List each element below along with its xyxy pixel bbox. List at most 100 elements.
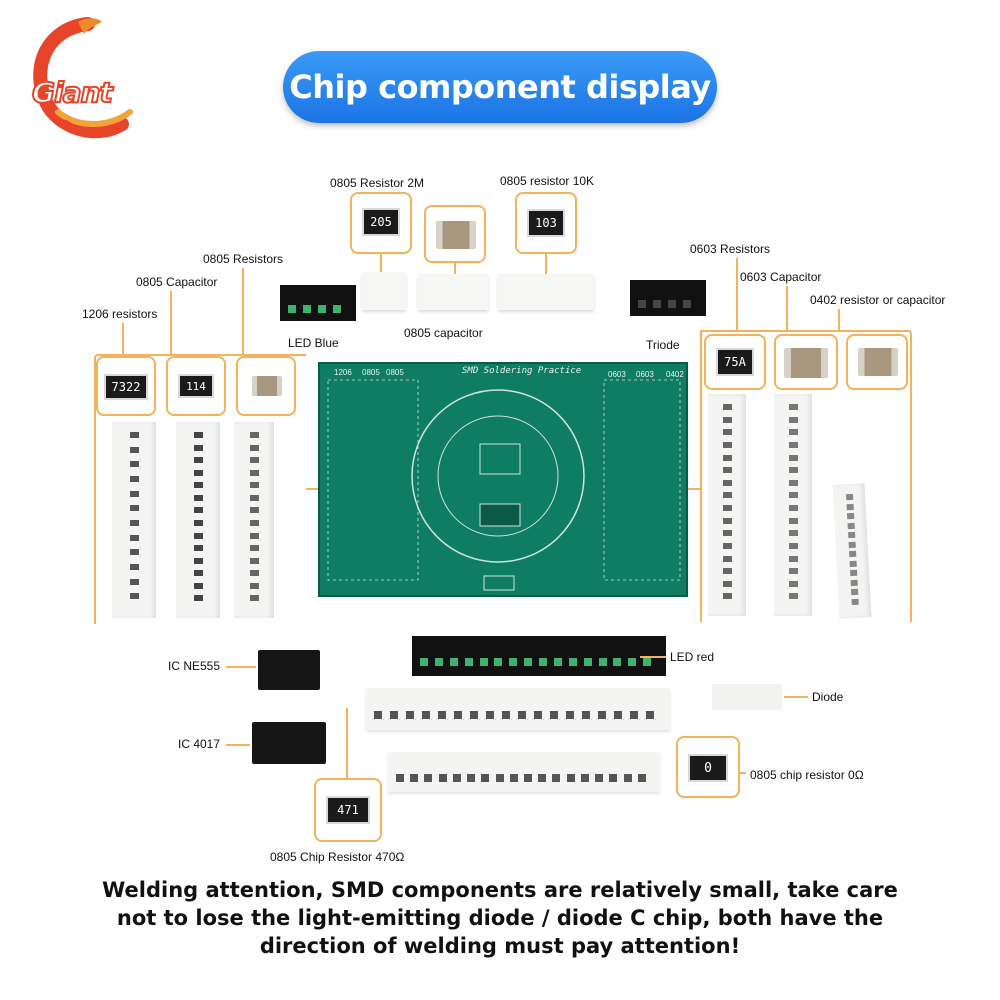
tape-pocket	[406, 711, 414, 720]
tape-pocket	[193, 469, 204, 476]
label-1206-resistors: 1206 resistors	[82, 307, 158, 321]
tape-pocket	[390, 711, 398, 720]
tape-pocket	[723, 580, 732, 587]
tape-0603-res	[708, 394, 746, 616]
tape-pocket	[848, 541, 856, 548]
frame-right-group	[700, 330, 912, 622]
frame-0805-resistor-2m: 205	[350, 192, 412, 254]
tape-pocket	[509, 774, 518, 782]
tape-pocket	[723, 454, 732, 461]
tape-pocket	[789, 404, 798, 410]
tape-pocket	[193, 545, 204, 552]
label-ic-ne555: IC NE555	[168, 659, 221, 673]
pcb-col-0603b: 0603	[636, 370, 654, 379]
tape-pocket	[582, 711, 590, 720]
tape-pocket	[250, 595, 259, 602]
tape-pocket	[643, 658, 652, 666]
tape-pocket	[566, 774, 575, 782]
label-0805-capacitor: 0805 capacitor	[404, 326, 483, 340]
capacitor-chip	[436, 221, 476, 249]
tape-pocket	[129, 593, 140, 600]
led-blue-strip	[280, 285, 356, 321]
ic-4017-chip	[252, 722, 326, 764]
tape-pocket	[613, 658, 622, 666]
tape-pocket	[623, 774, 632, 782]
tape-pocket	[495, 774, 504, 782]
connector-line	[346, 708, 348, 780]
connector-line	[380, 254, 382, 274]
tape-pocket	[630, 711, 638, 720]
tape-pocket	[598, 711, 606, 720]
tape-pocket	[250, 457, 259, 464]
tape-pocket	[723, 517, 732, 524]
label-triode: Triode	[646, 338, 680, 352]
tape-pocket	[470, 711, 478, 720]
label-0603-capacitor: 0603 Capacitor	[740, 270, 822, 284]
tape-pocket	[129, 564, 140, 570]
tape-pocket	[193, 595, 204, 602]
frame-0805-cap-left: 114	[166, 356, 226, 416]
tape-pocket	[250, 469, 259, 476]
frame-0805-resistor-10k: 103	[515, 192, 577, 254]
tape-pocket	[250, 507, 259, 514]
chip-7322: 7322	[104, 374, 148, 400]
tape-pocket	[789, 593, 798, 600]
tape-pocket	[845, 493, 854, 501]
tape-pocket	[420, 658, 428, 666]
frame-0805-470: 471	[314, 778, 382, 842]
tape-pocket	[847, 531, 856, 539]
tape-pocket	[250, 520, 259, 526]
tape-pocket	[539, 658, 547, 666]
frame-0805-resistors-left	[236, 356, 296, 416]
tape-pocket	[250, 482, 259, 489]
brand-logo: Giant	[18, 16, 158, 146]
logo-swirl-icon	[33, 17, 133, 139]
tape-pocket	[333, 304, 341, 313]
connector-line	[454, 263, 456, 275]
tape-pocket	[193, 570, 204, 577]
frame-0805-0: 0	[676, 736, 740, 798]
label-0603-resistors: 0603 Resistors	[690, 242, 771, 256]
pcb-col-0603a: 0603	[608, 370, 626, 379]
connector-line	[242, 268, 244, 356]
tape-pocket	[846, 503, 854, 510]
tape-pocket	[193, 444, 204, 451]
chip-75a: 75A	[716, 348, 754, 376]
label-0805-resistor-2m: 0805 Resistor 2M	[330, 176, 425, 190]
pcb-title: SMD Soldering Practice	[462, 366, 582, 376]
tape-pocket	[789, 441, 798, 448]
tape-pocket	[129, 476, 140, 482]
tape-pocket	[479, 658, 488, 666]
tape-pocket	[129, 490, 140, 497]
tape-pocket	[850, 588, 859, 596]
tape-pocket	[553, 658, 562, 666]
pcb-col-1206: 1206	[334, 368, 352, 377]
tape-pocket	[193, 494, 204, 501]
tape-pocket	[250, 570, 259, 577]
tape-pocket	[789, 568, 798, 575]
tape-pocket	[193, 482, 204, 489]
label-led-blue: LED Blue	[288, 336, 339, 350]
connector-line	[838, 309, 840, 330]
connector-line	[740, 772, 746, 774]
label-0805-resistor-10k: 0805 resistor 10K	[500, 174, 595, 188]
tape-pocket	[129, 534, 140, 541]
connector-line	[545, 254, 547, 274]
tape-pocket	[318, 304, 326, 313]
diode-strip	[712, 684, 782, 710]
tape-0603-cap	[774, 394, 812, 616]
capacitor-chip	[858, 348, 898, 376]
tape-pocket	[723, 530, 732, 537]
frame-0603-resistors: 75A	[704, 334, 766, 390]
pcb-col-0805a: 0805	[362, 368, 380, 377]
capacitor-chip	[784, 348, 828, 378]
tape-pocket	[723, 441, 732, 448]
tape-pocket	[193, 507, 204, 514]
tape-pocket	[464, 658, 473, 666]
tape-pocket	[434, 658, 443, 666]
tape-pocket	[494, 658, 503, 666]
connector-line	[736, 258, 738, 330]
tape-pocket	[129, 505, 140, 512]
tape-pocket	[789, 580, 798, 587]
tape-pocket	[129, 446, 140, 453]
